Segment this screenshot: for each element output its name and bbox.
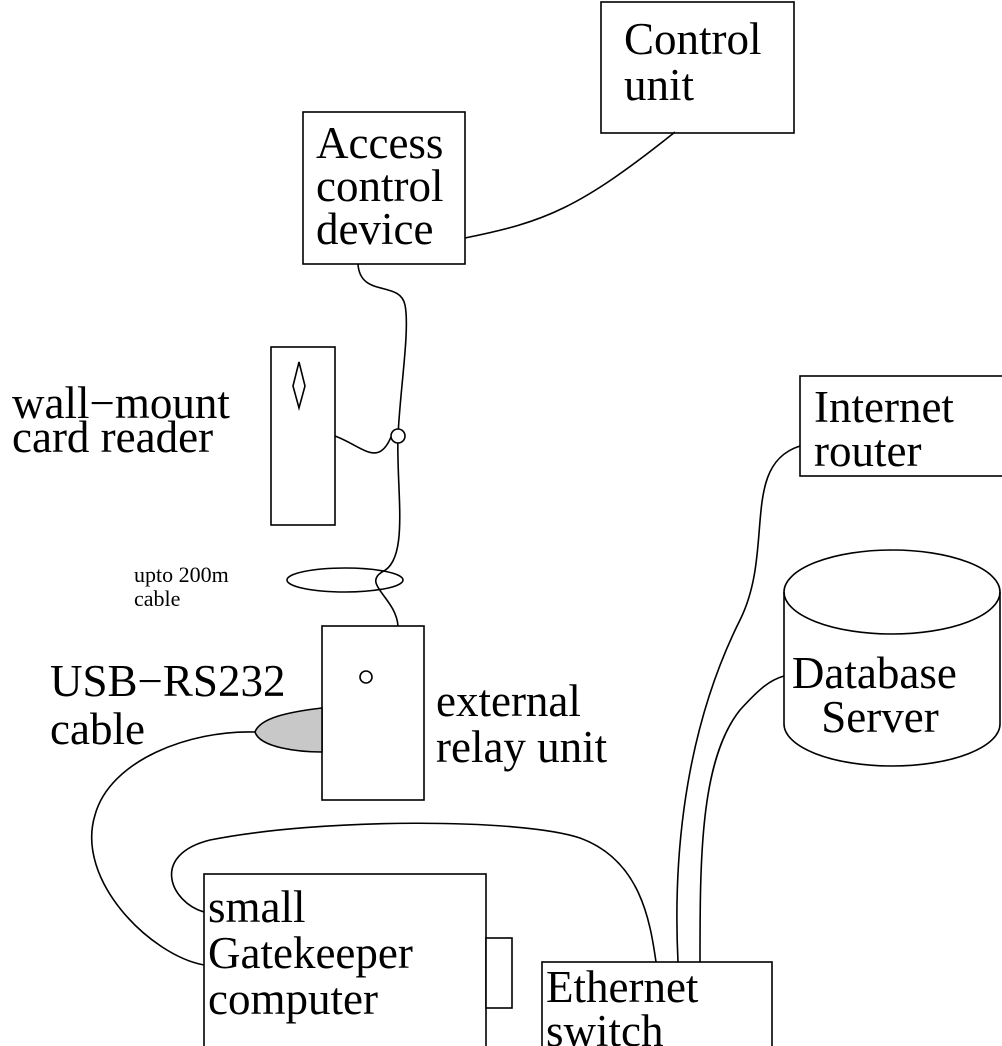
database-cylinder	[783, 549, 1001, 767]
control-unit-box	[600, 1, 795, 134]
cable-junction-icon	[390, 428, 406, 444]
control-unit-label: Control unit	[624, 14, 773, 110]
wire-reader-to-junction	[334, 435, 392, 454]
wire-access-to-relay	[357, 263, 408, 627]
ethernet-switch-box	[541, 961, 773, 1046]
database-server-label: Database Server	[792, 648, 968, 742]
wire-gatekeeper-to-switch	[170, 822, 657, 963]
internet-router-box	[799, 375, 1002, 477]
internet-router-label: Internet router	[814, 382, 965, 476]
card-reader-box	[270, 346, 336, 526]
cable-length-label: upto 200m cable	[134, 562, 234, 611]
gatekeeper-computer-box	[203, 873, 487, 1046]
cable-coil	[286, 567, 404, 593]
wire-access-to-control	[464, 131, 676, 239]
card-slot-icon	[292, 361, 306, 412]
relay-unit-box	[321, 625, 425, 801]
relay-led-icon	[359, 670, 373, 684]
gatekeeper-computer-label: small Gatekeeper computer	[208, 882, 424, 1024]
wire-switch-to-router	[676, 445, 801, 963]
ethernet-switch-label: Ethernet switch	[546, 962, 710, 1046]
usb-plug	[254, 707, 323, 753]
gatekeeper-port	[485, 937, 513, 1009]
usb-cable-label: USB−RS232 cable	[50, 656, 297, 754]
relay-unit-label: external relay unit	[436, 676, 608, 772]
access-control-device-label: Access control device	[316, 118, 455, 254]
database-cylinder-rim	[783, 591, 1001, 635]
access-control-device-box	[302, 111, 466, 265]
wire-switch-to-database	[699, 675, 785, 963]
wire-usb-to-gatekeeper	[90, 731, 256, 966]
card-reader-label: wall−mount card reader	[12, 378, 241, 462]
